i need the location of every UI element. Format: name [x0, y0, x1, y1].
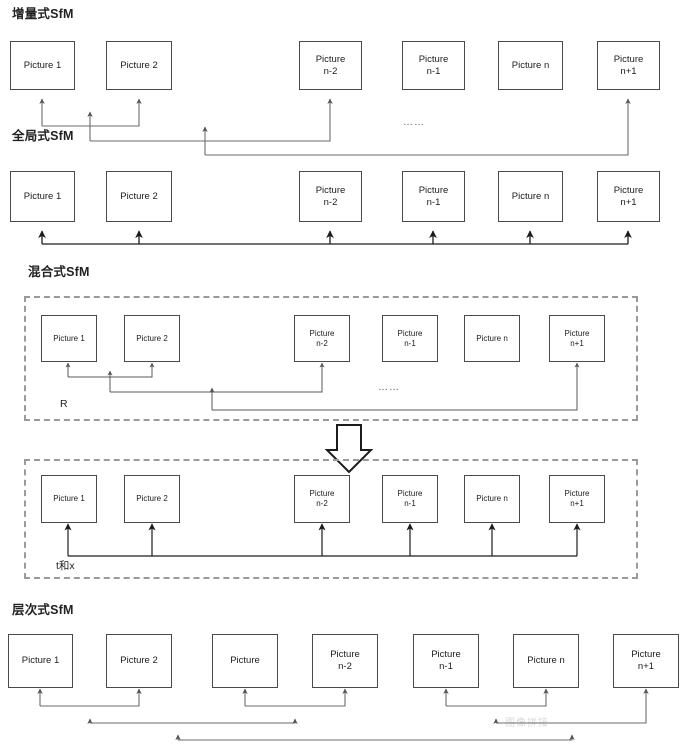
- picture-box: Picture 2: [106, 634, 172, 688]
- picture-box: Picture n-2: [299, 171, 362, 222]
- section-title-global: 全局式SfM: [12, 129, 74, 143]
- picture-box: Picture n-2: [299, 41, 362, 90]
- picture-box: Picture n: [498, 41, 563, 90]
- picture-box: Picture n: [464, 475, 520, 523]
- watermark: 图像拼接: [505, 718, 549, 729]
- picture-box: Picture n+1: [549, 315, 605, 362]
- hybrid-translation-label: t和x: [56, 560, 75, 572]
- picture-box: Picture n-1: [402, 41, 465, 90]
- picture-box: Picture 2: [124, 475, 180, 523]
- hybrid-bottom-connectors: [64, 523, 581, 557]
- picture-box: Picture n-2: [312, 634, 378, 688]
- picture-box: Picture 1: [10, 171, 75, 222]
- picture-box: Picture 2: [106, 171, 172, 222]
- hybrid-rotation-label: R: [60, 398, 68, 410]
- hybrid-rotation-group: [24, 296, 638, 421]
- picture-box: Picture n+1: [597, 171, 660, 222]
- picture-box: Picture n-1: [382, 475, 438, 523]
- picture-box: Picture n-1: [413, 634, 479, 688]
- hybrid-top-connectors: [65, 362, 580, 411]
- picture-box: Picture n+1: [613, 634, 679, 688]
- section-title-incremental: 增量式SfM: [12, 7, 74, 21]
- hybrid-translation-group: [24, 459, 638, 579]
- picture-box: Picture n+1: [549, 475, 605, 523]
- global-connectors: [38, 230, 632, 245]
- picture-box: Picture 1: [10, 41, 75, 90]
- picture-box: Picture 2: [106, 41, 172, 90]
- picture-box: Picture n: [513, 634, 579, 688]
- picture-box: Picture n: [498, 171, 563, 222]
- picture-box: Picture n-2: [294, 315, 350, 362]
- picture-box: Picture n-2: [294, 475, 350, 523]
- hierarchical-connectors: [37, 688, 649, 741]
- picture-box: Picture n-1: [382, 315, 438, 362]
- section-title-hybrid: 混合式SfM: [28, 265, 90, 279]
- picture-box: Picture n+1: [597, 41, 660, 90]
- ellipsis-incremental: ……: [403, 117, 425, 128]
- picture-box: Picture 1: [41, 315, 97, 362]
- picture-box: Picture 1: [41, 475, 97, 523]
- incremental-connectors: [39, 98, 631, 156]
- picture-box: Picture n-1: [402, 171, 465, 222]
- picture-box: Picture 1: [8, 634, 73, 688]
- picture-box: Picture: [212, 634, 278, 688]
- section-title-hierarchical: 层次式SfM: [12, 603, 74, 617]
- picture-box: Picture 2: [124, 315, 180, 362]
- ellipsis-hybrid-top: ……: [378, 382, 400, 393]
- picture-box: Picture n: [464, 315, 520, 362]
